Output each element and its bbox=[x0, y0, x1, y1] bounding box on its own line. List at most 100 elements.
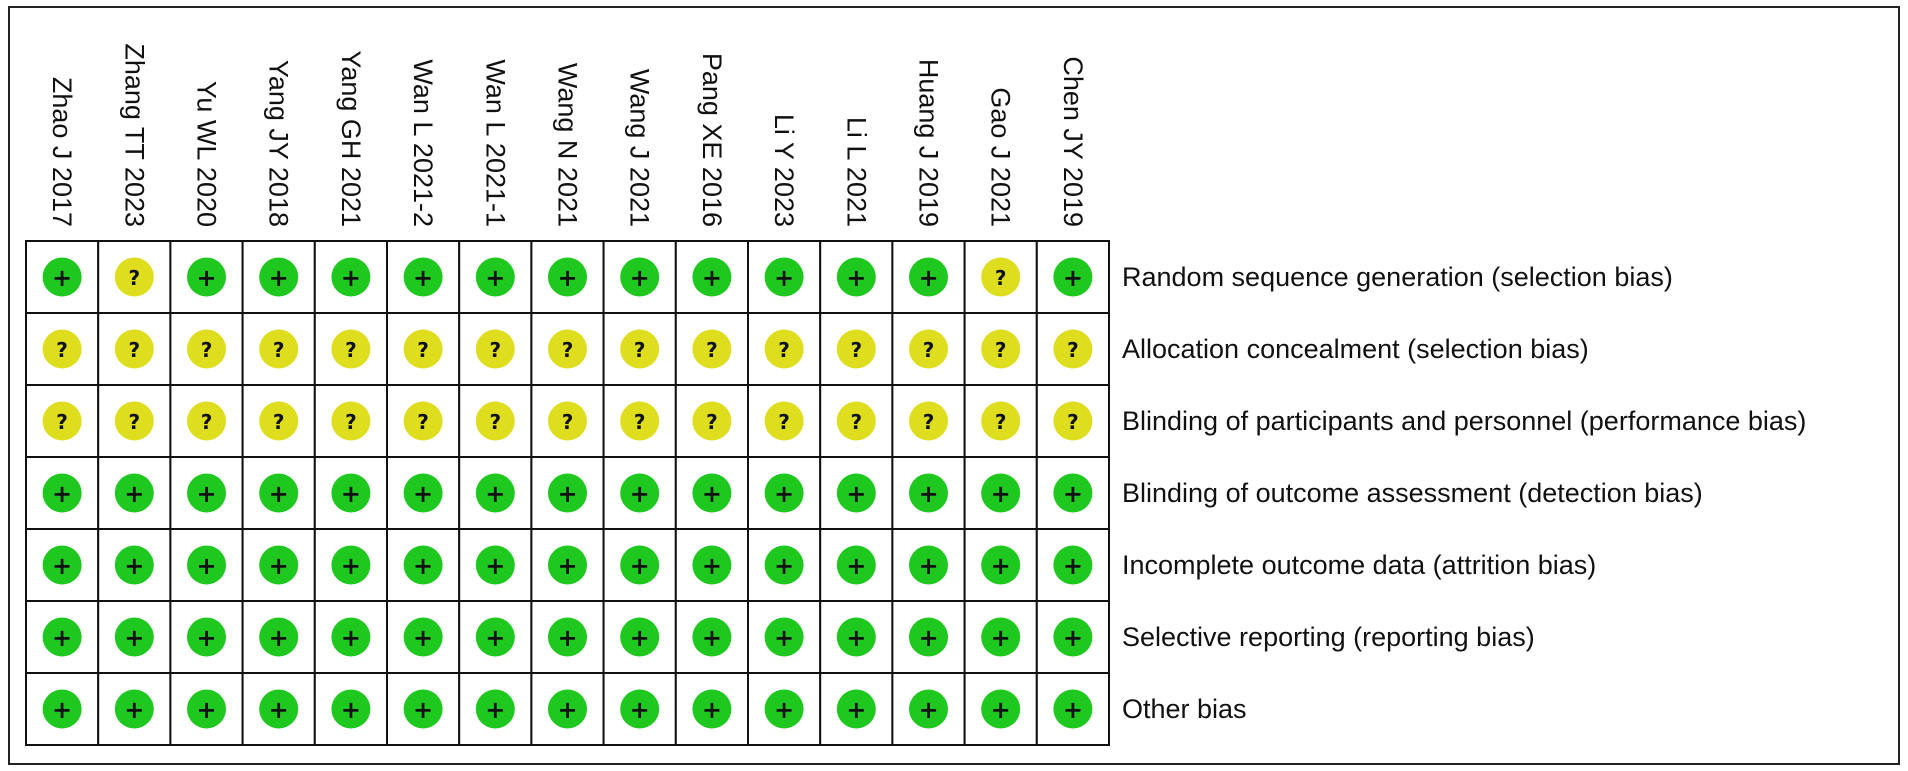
judgement-circle bbox=[1053, 545, 1093, 585]
unclear-risk-mark: ? bbox=[114, 329, 154, 369]
unclear-risk-mark: ? bbox=[187, 401, 226, 441]
judgement-circle bbox=[764, 689, 804, 729]
judgement-circle bbox=[764, 473, 804, 513]
low-risk-mark: + bbox=[548, 545, 587, 585]
low-risk-mark: + bbox=[331, 473, 371, 513]
judgement-circle bbox=[981, 329, 1021, 369]
judgement-circle bbox=[548, 257, 587, 297]
low-risk-mark: + bbox=[692, 617, 732, 657]
plus-icon: + bbox=[269, 624, 289, 652]
judgement-circle bbox=[909, 329, 948, 369]
figure-frame bbox=[8, 6, 1900, 765]
unclear-risk-mark: ? bbox=[764, 329, 804, 369]
low-risk-mark: + bbox=[331, 617, 371, 657]
question-icon: ? bbox=[923, 338, 935, 362]
judgement-circle bbox=[114, 545, 154, 585]
domain-label: Other bias bbox=[1122, 694, 1247, 724]
plus-icon: + bbox=[991, 696, 1011, 724]
low-risk-mark: + bbox=[620, 689, 660, 729]
question-icon: ? bbox=[634, 338, 646, 362]
plus-icon: + bbox=[196, 264, 216, 292]
plus-icon: + bbox=[918, 552, 938, 580]
plus-icon: + bbox=[485, 480, 505, 508]
plus-icon: + bbox=[846, 480, 866, 508]
judgement-circle bbox=[692, 329, 732, 369]
plus-icon: + bbox=[1063, 480, 1083, 508]
judgement-circle bbox=[620, 545, 660, 585]
plus-icon: + bbox=[774, 264, 794, 292]
judgement-circle bbox=[42, 401, 82, 441]
study-label: Li Y 2023 bbox=[769, 114, 799, 227]
judgement-circle bbox=[42, 473, 82, 513]
judgement-circle bbox=[259, 617, 299, 657]
plus-icon: + bbox=[630, 696, 650, 724]
judgement-circle bbox=[259, 689, 299, 729]
judgement-circle bbox=[42, 545, 82, 585]
judgement-circle bbox=[187, 257, 226, 297]
judgement-circle bbox=[620, 329, 660, 369]
judgement-circle bbox=[187, 473, 226, 513]
judgement-circle bbox=[836, 617, 876, 657]
unclear-risk-mark: ? bbox=[403, 401, 443, 441]
unclear-risk-mark: ? bbox=[981, 257, 1021, 297]
plus-icon: + bbox=[269, 696, 289, 724]
low-risk-mark: + bbox=[981, 473, 1021, 513]
low-risk-mark: + bbox=[475, 689, 515, 729]
plus-icon: + bbox=[124, 624, 144, 652]
low-risk-mark: + bbox=[764, 545, 804, 585]
judgement-circle bbox=[692, 545, 732, 585]
judgement-circle bbox=[764, 617, 804, 657]
judgement-circle bbox=[548, 329, 587, 369]
judgement-circle bbox=[403, 401, 443, 441]
study-label: Wang N 2021 bbox=[553, 63, 583, 227]
unclear-risk-mark: ? bbox=[981, 329, 1021, 369]
plus-icon: + bbox=[630, 624, 650, 652]
low-risk-mark: + bbox=[981, 617, 1021, 657]
question-icon: ? bbox=[1067, 338, 1079, 362]
plus-icon: + bbox=[52, 552, 72, 580]
judgement-circle bbox=[1053, 473, 1093, 513]
plus-icon: + bbox=[196, 624, 216, 652]
unclear-risk-mark: ? bbox=[42, 401, 82, 441]
study-label: Wan L 2021-2 bbox=[408, 59, 438, 227]
judgement-circle bbox=[692, 689, 732, 729]
judgement-circle bbox=[692, 257, 732, 297]
low-risk-mark: + bbox=[259, 617, 299, 657]
plus-icon: + bbox=[413, 480, 433, 508]
question-icon: ? bbox=[345, 338, 357, 362]
low-risk-mark: + bbox=[1053, 689, 1093, 729]
judgement-circle bbox=[692, 401, 732, 441]
unclear-risk-mark: ? bbox=[259, 329, 299, 369]
low-risk-mark: + bbox=[909, 257, 948, 297]
question-icon: ? bbox=[273, 338, 285, 362]
plus-icon: + bbox=[124, 696, 144, 724]
question-icon: ? bbox=[489, 410, 501, 434]
question-icon: ? bbox=[850, 338, 862, 362]
unclear-risk-mark: ? bbox=[909, 329, 948, 369]
judgement-circle bbox=[909, 545, 948, 585]
grid-cell bbox=[169, 672, 244, 746]
unclear-risk-mark: ? bbox=[836, 329, 876, 369]
judgement-circle bbox=[331, 689, 371, 729]
unclear-risk-mark: ? bbox=[475, 401, 515, 441]
plus-icon: + bbox=[557, 624, 577, 652]
low-risk-mark: + bbox=[331, 545, 371, 585]
low-risk-mark: + bbox=[187, 257, 226, 297]
judgement-circle bbox=[114, 401, 154, 441]
judgement-circle bbox=[548, 473, 587, 513]
question-icon: ? bbox=[128, 266, 140, 290]
judgement-circle bbox=[548, 545, 587, 585]
low-risk-mark: + bbox=[403, 257, 443, 297]
study-label: Huang J 2019 bbox=[914, 59, 944, 227]
study-label: Chen JY 2019 bbox=[1058, 56, 1088, 227]
plus-icon: + bbox=[413, 552, 433, 580]
low-risk-mark: + bbox=[331, 257, 371, 297]
domain-label: Blinding of participants and personnel (… bbox=[1122, 406, 1806, 436]
judgement-circle bbox=[909, 689, 948, 729]
plus-icon: + bbox=[991, 552, 1011, 580]
judgement-circle bbox=[259, 329, 299, 369]
unclear-risk-mark: ? bbox=[114, 401, 154, 441]
judgement-circle bbox=[475, 689, 515, 729]
judgement-circle bbox=[42, 329, 82, 369]
low-risk-mark: + bbox=[42, 473, 82, 513]
